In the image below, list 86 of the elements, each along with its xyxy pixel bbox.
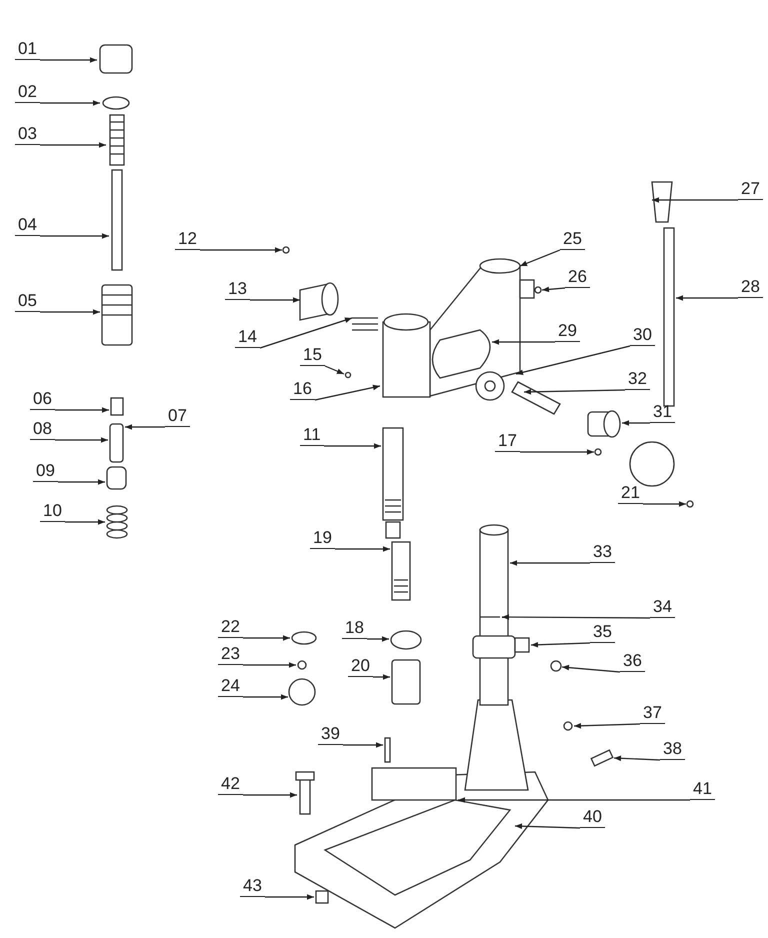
leader-line xyxy=(516,345,630,376)
callout-number: 18 xyxy=(342,618,367,639)
callout-number: 08 xyxy=(30,419,55,440)
leader-line xyxy=(243,662,296,668)
callout-number: 01 xyxy=(15,39,40,60)
leader-line xyxy=(520,449,594,455)
leader-line xyxy=(562,664,620,673)
callout-number: 31 xyxy=(650,402,675,423)
callout-number: 23 xyxy=(218,644,243,665)
callout-number: 34 xyxy=(650,597,675,618)
callout-number: 11 xyxy=(300,425,324,446)
leader-line xyxy=(574,723,640,729)
leader-line xyxy=(314,384,380,401)
callout-number: 04 xyxy=(15,215,40,236)
leader-line xyxy=(492,339,555,345)
callout-number: 24 xyxy=(218,676,243,697)
callout-number: 30 xyxy=(630,325,655,346)
callout-number: 42 xyxy=(218,774,243,795)
leader-line xyxy=(243,792,297,798)
callout-number: 07 xyxy=(165,406,190,427)
leader-line xyxy=(652,197,738,203)
callout-number: 21 xyxy=(618,483,643,504)
callout-number: 33 xyxy=(590,542,615,563)
callout-number: 32 xyxy=(625,369,650,390)
leader-line xyxy=(335,546,390,552)
leader-line xyxy=(520,249,560,267)
callout-number: 09 xyxy=(33,461,58,482)
leader-line xyxy=(502,614,650,620)
callout-number: 06 xyxy=(30,389,55,410)
callout-number: 28 xyxy=(738,277,763,298)
callout-number: 13 xyxy=(225,279,250,300)
leader-line xyxy=(243,694,288,700)
leader-line xyxy=(58,479,105,485)
callout-number: 35 xyxy=(590,622,615,643)
leader-line xyxy=(542,286,566,292)
leader-line xyxy=(676,295,738,301)
callout-number: 25 xyxy=(560,229,585,250)
callout-number: 39 xyxy=(318,724,343,745)
callout-number: 19 xyxy=(310,528,335,549)
leader-line xyxy=(530,642,590,648)
leader-line xyxy=(40,233,109,239)
callout-number: 12 xyxy=(175,229,200,250)
callout-number: 29 xyxy=(555,321,580,342)
leader-line xyxy=(324,443,381,449)
leader-line xyxy=(40,309,100,315)
callout-number: 37 xyxy=(640,703,665,724)
leader-line xyxy=(200,247,282,253)
callout-number: 40 xyxy=(580,807,605,828)
leader-line xyxy=(643,501,686,507)
leader-line xyxy=(65,519,105,525)
callout-number: 41 xyxy=(690,779,715,800)
leader-line xyxy=(260,317,352,349)
leader-line xyxy=(243,635,290,641)
leader-line xyxy=(343,742,383,748)
leader-line xyxy=(458,797,690,803)
leader-line xyxy=(265,894,314,900)
leader-line xyxy=(510,560,590,566)
leader-line xyxy=(55,437,108,443)
callout-number: 36 xyxy=(620,651,645,672)
callout-number: 20 xyxy=(348,656,373,677)
callout-number: 27 xyxy=(738,179,763,200)
callout-number: 02 xyxy=(15,82,40,103)
leader-line xyxy=(125,424,165,430)
callout-number: 05 xyxy=(15,291,40,312)
leader-line xyxy=(324,365,344,375)
callout-number: 16 xyxy=(290,379,315,400)
leader-line xyxy=(250,297,300,303)
leader-line xyxy=(514,823,580,830)
leader-line xyxy=(622,420,650,426)
callout-number: 03 xyxy=(15,124,40,145)
callout-number: 14 xyxy=(235,327,260,348)
leader-line xyxy=(40,57,97,63)
leader-line xyxy=(367,636,389,642)
callout-number: 22 xyxy=(218,617,243,638)
callout-number: 10 xyxy=(40,501,65,522)
callout-number: 26 xyxy=(565,267,590,288)
leader-line xyxy=(614,756,660,762)
leader-line xyxy=(40,142,106,148)
leader-line xyxy=(40,100,100,106)
callout-number: 17 xyxy=(495,431,520,452)
leader-line xyxy=(55,407,109,413)
callout-number: 38 xyxy=(660,739,685,760)
callout-number: 15 xyxy=(300,345,325,366)
callout-number: 43 xyxy=(240,876,265,897)
leader-line xyxy=(373,674,390,680)
leader-line xyxy=(524,389,626,395)
